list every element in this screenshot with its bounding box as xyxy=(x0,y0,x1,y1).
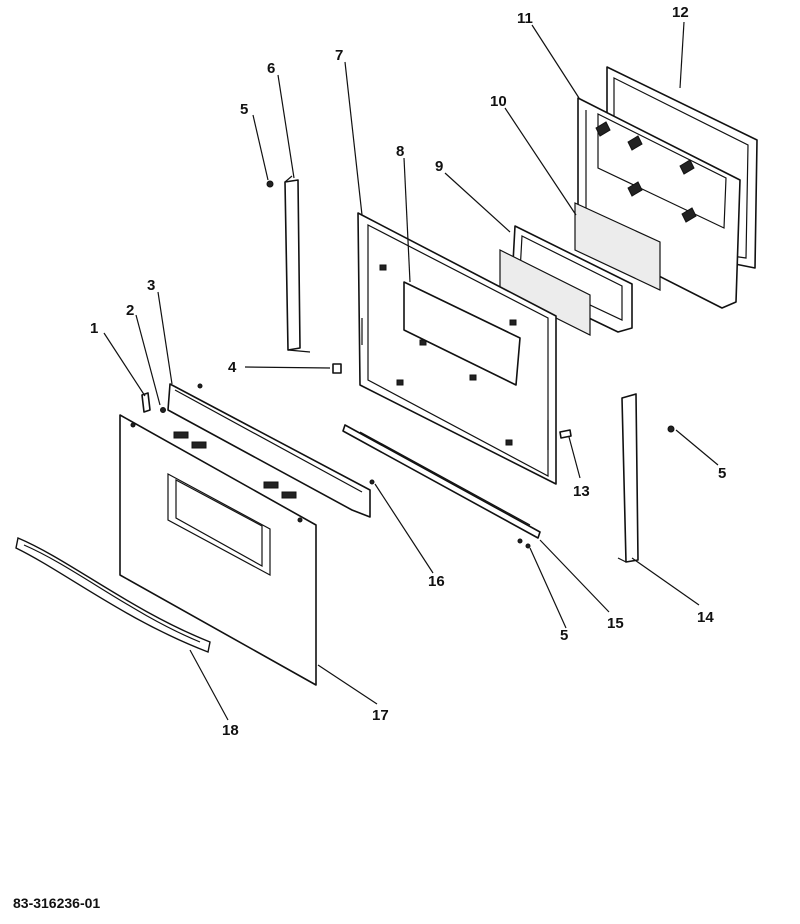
part-9-glass-pack xyxy=(499,225,633,336)
part-16-screw xyxy=(369,479,375,485)
callout-17: 17 xyxy=(372,707,389,724)
callout-10: 10 xyxy=(490,93,507,110)
callout-18: 18 xyxy=(222,722,239,739)
callout-5-right: 5 xyxy=(718,465,726,482)
document-number: 83-316236-01 xyxy=(13,895,100,911)
part-14-right-trim xyxy=(617,393,639,563)
part-3-top-channel xyxy=(167,383,371,518)
callout-9: 9 xyxy=(435,158,443,175)
callout-16: 16 xyxy=(428,573,445,590)
callout-labels: 1 2 3 4 5 5 5 6 7 8 9 10 11 12 13 14 15 … xyxy=(90,4,726,739)
screws-5-bottom xyxy=(517,538,531,549)
callout-15: 15 xyxy=(607,615,624,632)
screw-5-right xyxy=(667,425,675,433)
part-4-clip xyxy=(332,363,342,374)
callout-4: 4 xyxy=(228,359,237,376)
part-1-bracket xyxy=(141,392,151,413)
callout-5-top: 5 xyxy=(240,101,248,118)
part-18-handle xyxy=(15,537,211,653)
part-17-outer-door xyxy=(119,414,317,686)
part-10-inner-glass xyxy=(574,202,661,291)
callout-2: 2 xyxy=(126,302,134,319)
part-6-left-trim xyxy=(284,175,311,353)
part-2-screw xyxy=(160,407,166,413)
part-15-bottom-strip xyxy=(342,424,541,539)
callout-1: 1 xyxy=(90,320,98,337)
callout-11: 11 xyxy=(517,10,533,27)
callout-5-bottom: 5 xyxy=(560,627,568,644)
callout-6: 6 xyxy=(267,60,275,77)
callout-13: 13 xyxy=(573,483,590,500)
screw-5-top-left xyxy=(266,180,274,188)
callout-7: 7 xyxy=(335,47,343,64)
part-8-window-gasket xyxy=(403,281,521,386)
leader-lines xyxy=(103,21,719,721)
part-13-hinge-pin xyxy=(559,429,572,439)
callout-12: 12 xyxy=(672,4,689,21)
callout-8: 8 xyxy=(396,143,404,160)
callout-14: 14 xyxy=(697,609,714,626)
callout-3: 3 xyxy=(147,277,155,294)
